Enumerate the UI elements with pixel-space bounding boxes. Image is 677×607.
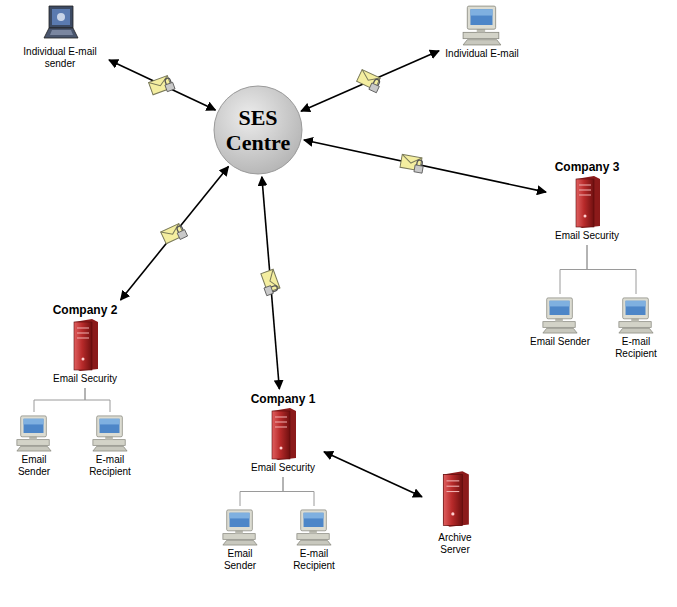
server-icon <box>268 408 298 460</box>
archive-server: Archive Server <box>425 468 485 556</box>
laptop-icon <box>40 4 80 44</box>
pc-icon <box>541 296 579 334</box>
server-icon <box>572 176 602 228</box>
hub-circle: SES Centre <box>213 85 303 175</box>
company-heading: Company 1 <box>251 392 316 406</box>
hub-label: SES Centre <box>213 105 303 155</box>
node-label: Individual E-mail sender <box>14 46 106 70</box>
lan-wire <box>587 245 636 294</box>
workstation-node: Email Sender <box>4 414 64 478</box>
mail-link-arrow <box>324 452 422 497</box>
node-label: Email Security <box>555 230 619 242</box>
pc-icon <box>91 414 129 452</box>
node-label: Individual E-mail <box>445 48 518 60</box>
pc-icon <box>221 508 259 546</box>
locked-envelope-icon <box>356 70 383 93</box>
node-label: Email Security <box>251 462 315 474</box>
node-label: Email Sender <box>4 454 64 478</box>
pc-icon <box>617 296 655 334</box>
node-label: E-mail Recipient <box>283 548 345 572</box>
company-heading: Company 3 <box>555 160 620 174</box>
server-icon <box>70 319 100 371</box>
locked-envelope-icon <box>400 154 425 173</box>
hub-circle-outline <box>214 86 302 174</box>
server-icon <box>439 468 471 530</box>
mail-link-arrow <box>121 167 229 300</box>
company-heading: Company 2 <box>53 303 118 317</box>
lan-wire <box>34 388 85 412</box>
workstation-node: Individual E-mail <box>442 4 522 60</box>
locked-envelope-icon <box>259 269 281 295</box>
node-label: E-mail Recipient <box>79 454 141 478</box>
mail-link-arrow <box>109 60 215 110</box>
workstation-node: E-mail Recipient <box>605 296 667 360</box>
locked-envelope-icon <box>161 222 188 245</box>
lan-wire <box>240 477 283 506</box>
mail-link-arrow <box>304 140 546 192</box>
node-label: Email Sender <box>530 336 590 348</box>
locked-envelope-icon <box>149 75 175 97</box>
security-server: Company 3 Email Security <box>549 160 625 242</box>
workstation-node: E-mail Recipient <box>79 414 141 478</box>
node-label: Email Security <box>53 373 117 385</box>
workstation-node: Email Sender <box>210 508 270 572</box>
lan-wire <box>560 245 587 294</box>
security-server: Company 2 Email Security <box>47 303 123 385</box>
node-label: E-mail Recipient <box>605 336 667 360</box>
node-label: Archive Server <box>425 532 485 556</box>
pc-icon <box>295 508 333 546</box>
workstation-node: Email Sender <box>529 296 591 348</box>
laptop-node: Individual E-mail sender <box>14 4 106 70</box>
mail-link-arrow <box>301 51 439 111</box>
lan-wire <box>85 388 110 412</box>
workstation-node: E-mail Recipient <box>283 508 345 572</box>
pc-icon <box>15 414 53 452</box>
lan-wire <box>283 477 314 506</box>
node-label: Email Sender <box>210 548 270 572</box>
security-server: Company 1 Email Security <box>245 392 321 474</box>
pc-icon <box>461 4 503 46</box>
